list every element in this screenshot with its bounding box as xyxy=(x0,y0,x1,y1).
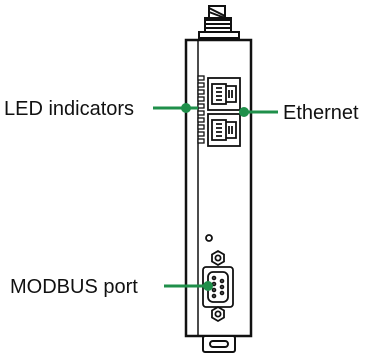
mounting-tab xyxy=(202,335,236,353)
label-ethernet: Ethernet xyxy=(283,102,359,124)
callout-ethernet xyxy=(239,107,278,117)
ethernet-callout-dot xyxy=(239,107,249,117)
power-connector xyxy=(198,5,240,39)
led-indicators xyxy=(197,75,205,144)
callout-led xyxy=(153,103,198,113)
label-led-indicators: LED indicators xyxy=(4,98,134,120)
label-modbus-port: MODBUS port xyxy=(10,276,138,298)
led-callout-dot xyxy=(181,103,191,113)
ethernet-port-top xyxy=(207,77,241,111)
status-dot xyxy=(205,234,213,242)
ethernet-port-bottom xyxy=(207,113,241,147)
callout-modbus xyxy=(164,281,213,291)
modbus-callout-dot xyxy=(203,281,213,291)
